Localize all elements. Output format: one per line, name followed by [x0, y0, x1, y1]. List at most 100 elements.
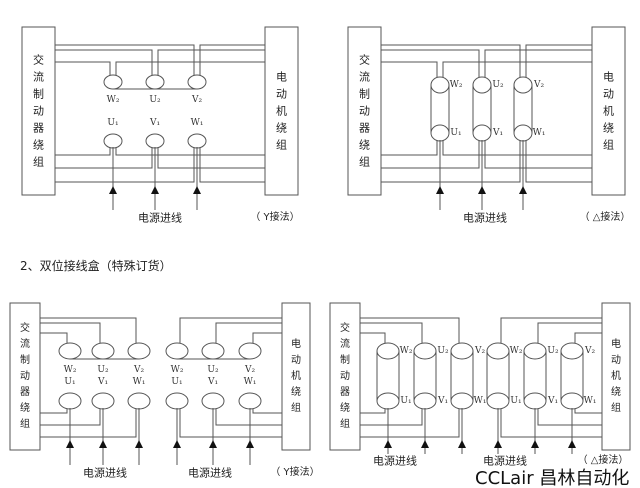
terminal-top	[376, 342, 400, 360]
top-wire	[500, 317, 602, 344]
terminal-bottom	[127, 392, 151, 410]
arrow-up-icon	[384, 440, 392, 448]
bottom-wire	[484, 140, 592, 169]
power-input-label: 电源进线	[188, 466, 232, 480]
terminal-top	[523, 342, 547, 360]
terminal-label: V₁	[437, 396, 449, 406]
top-wire	[360, 317, 460, 344]
bottom-wire	[537, 408, 602, 426]
motor-winding-box-label: 电动机绕组	[611, 338, 621, 414]
brake-winding-box-label: 交流制动器绕组	[33, 53, 44, 169]
terminal-bottom	[58, 392, 82, 410]
arrow-up-icon	[531, 440, 539, 448]
arrow-up-icon	[458, 440, 466, 448]
terminal-bottom	[513, 124, 533, 142]
terminal-label: W₂	[170, 365, 184, 375]
brake-winding-box	[329, 302, 361, 451]
terminal-label: V₁	[547, 396, 559, 406]
bottom-wire	[40, 408, 68, 414]
terminal-top	[145, 74, 165, 90]
terminal-label: W₁	[583, 396, 597, 406]
motor-winding-box-label: 电动机绕组	[291, 338, 301, 414]
terminal-top	[58, 342, 82, 360]
arrow-up-icon	[173, 440, 181, 448]
bottom-wire	[442, 140, 592, 156]
terminal-bottom	[165, 392, 189, 410]
terminal-label: W₁	[132, 377, 146, 387]
top-wire	[40, 322, 101, 344]
terminal-bottom	[91, 392, 115, 410]
terminal-bottom	[472, 124, 492, 142]
bottom-wire	[525, 140, 592, 183]
terminal-top	[486, 342, 510, 360]
top-wire	[537, 322, 602, 344]
terminal-label: W₁	[190, 118, 204, 128]
terminal-label: V₁	[207, 377, 219, 387]
brake-winding-box-label: 交流制动器绕组	[20, 322, 30, 430]
terminal-label: U₂	[437, 346, 449, 356]
power-input-label: 电源进线	[83, 466, 127, 480]
bottom-wire	[157, 147, 265, 169]
terminal-label: W₂	[106, 95, 120, 105]
terminal-bottom	[413, 392, 437, 410]
top-wire	[484, 49, 592, 78]
top-wire	[442, 61, 592, 78]
terminal-bottom	[486, 392, 510, 410]
watermark: CCLair 昌林自动化	[475, 468, 630, 488]
arrow-up-icon	[519, 186, 527, 194]
terminal-label: W₁	[473, 396, 487, 406]
arrow-up-icon	[209, 440, 217, 448]
terminal-bottom	[523, 392, 547, 410]
terminal-label: V₂	[474, 346, 486, 356]
brake-winding-box-label: 交流制动器绕组	[340, 322, 350, 430]
section-heading: 2、双位接线盒（特殊订货）	[20, 259, 172, 273]
arrow-up-icon	[478, 186, 486, 194]
arrow-up-icon	[151, 186, 159, 194]
bottom-wire	[55, 147, 195, 183]
terminal-label: V₂	[584, 346, 596, 356]
top-wire	[215, 322, 282, 344]
motor-winding-box-label: 电动机绕组	[276, 70, 287, 152]
terminal-label: U₁	[64, 377, 76, 387]
bottom-wire	[360, 408, 460, 438]
bottom-wire	[215, 408, 282, 426]
terminal-label: U₁	[107, 118, 119, 128]
top-wire	[381, 61, 438, 78]
arrow-up-icon	[494, 440, 502, 448]
top-wire	[40, 317, 137, 344]
bottom-wire	[55, 147, 153, 169]
arrow-up-icon	[421, 440, 429, 448]
terminal-bottom	[238, 392, 262, 410]
terminal-bottom	[103, 133, 123, 149]
bottom-wire	[252, 408, 282, 414]
terminal-label: V₁	[149, 118, 161, 128]
arrow-up-icon	[246, 440, 254, 448]
arrow-up-icon	[568, 440, 576, 448]
terminal-label: V₁	[492, 128, 504, 138]
terminal-label: U₁	[450, 128, 462, 138]
terminal-top	[165, 342, 189, 360]
power-input-label: 电源进线	[483, 454, 527, 468]
bottom-wire	[381, 140, 521, 183]
top-wire	[381, 44, 521, 78]
bottom-wire	[55, 147, 111, 156]
terminal-label: U₂	[149, 95, 161, 105]
terminal-bottom	[376, 392, 400, 410]
arrow-up-icon	[436, 186, 444, 194]
power-input-label: 电源进线	[138, 211, 182, 225]
terminal-label: W₂	[399, 346, 413, 356]
terminal-label: W₂	[509, 346, 523, 356]
terminal-label: U₁	[171, 377, 183, 387]
top-wire	[252, 332, 282, 344]
terminal-label: V₂	[133, 365, 145, 375]
top-wire	[360, 332, 386, 344]
top-wire	[157, 49, 265, 76]
terminal-label: U₂	[492, 80, 504, 90]
terminal-label: W₂	[449, 80, 463, 90]
motor-winding-box-label: 电动机绕组	[603, 70, 614, 152]
terminal-top	[430, 76, 450, 94]
terminal-top	[472, 76, 492, 94]
arrow-up-icon	[193, 186, 201, 194]
